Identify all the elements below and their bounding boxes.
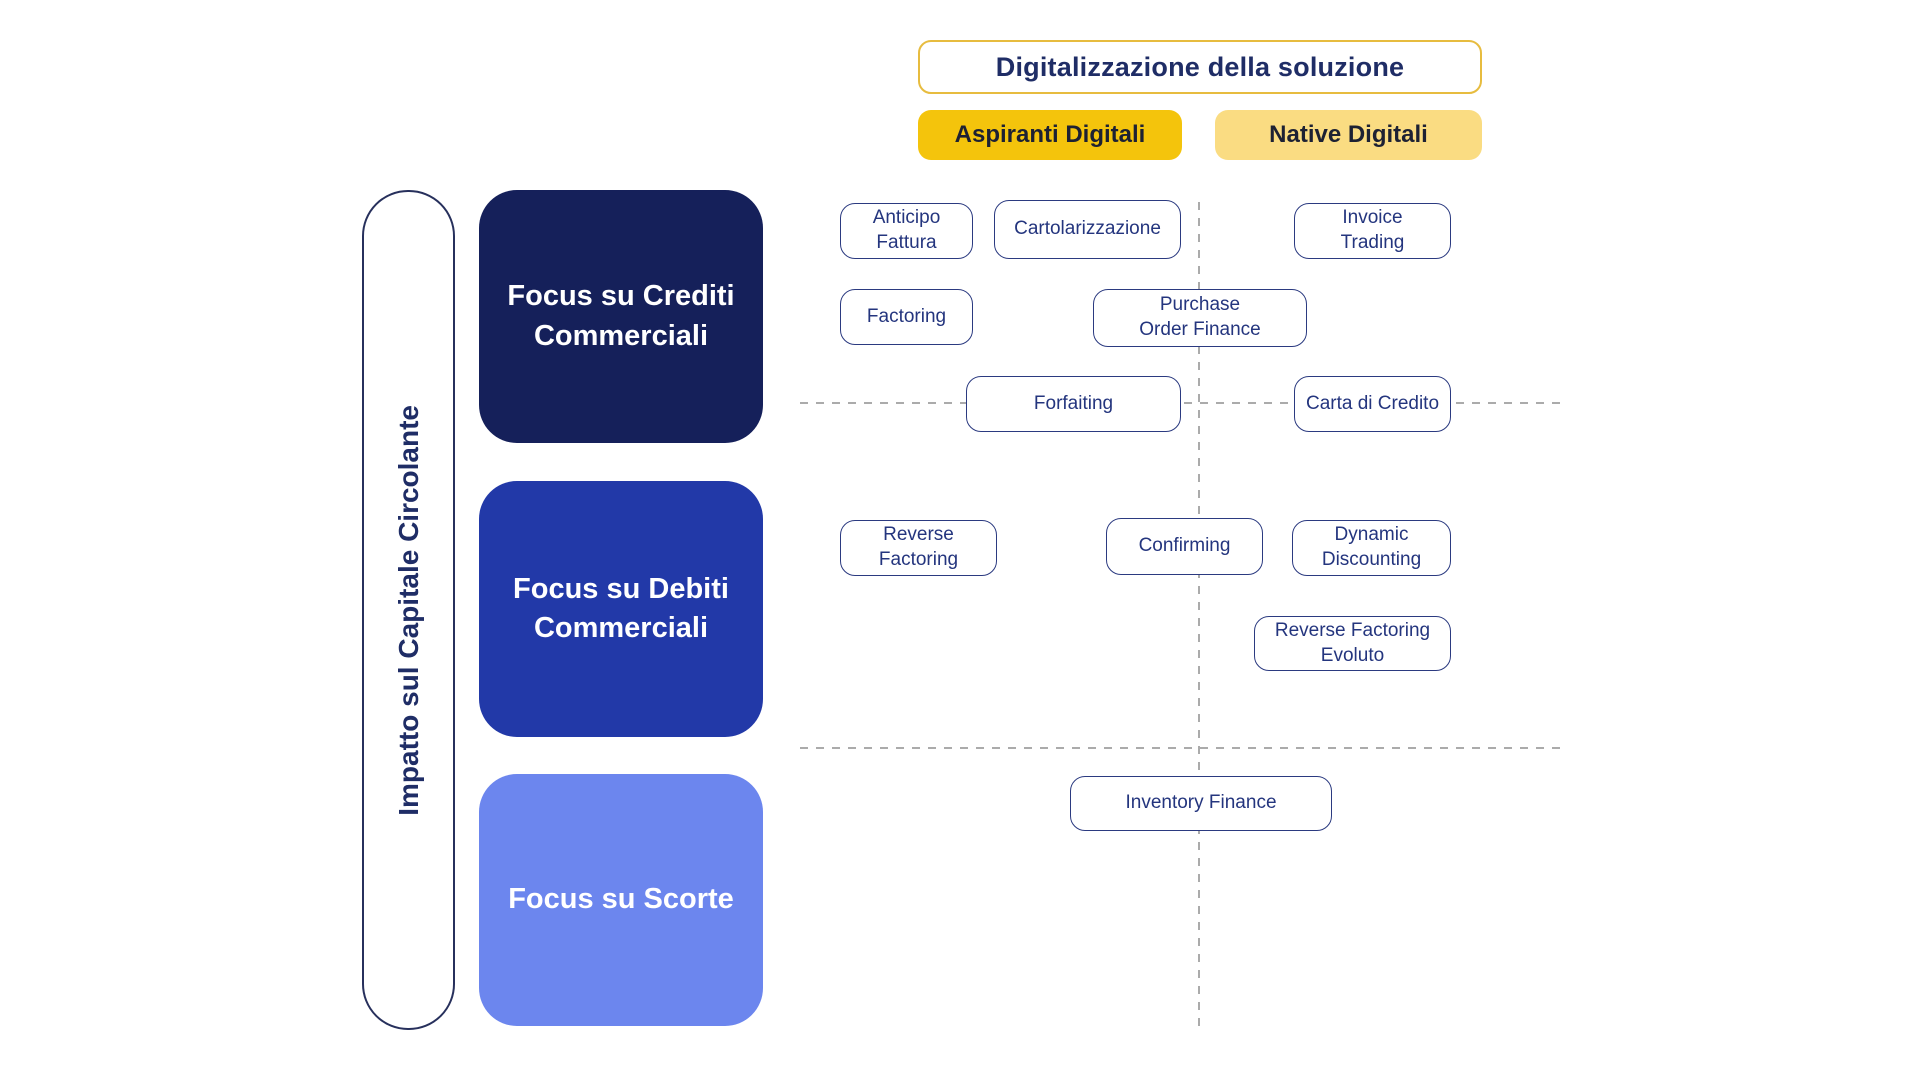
- row-box-scorte: Focus su Scorte: [479, 774, 763, 1026]
- y-axis-capsule: Impatto sul Capitale Circolante: [362, 190, 455, 1030]
- horizontal-dashed-divider-top: [800, 402, 1562, 404]
- solution-chip-anticipo-fattura: Anticipo Fattura: [840, 203, 973, 259]
- row-box-crediti-commerciali: Focus su Crediti Commerciali: [479, 190, 763, 443]
- solution-chip-reverse-factoring: Reverse Factoring: [840, 520, 997, 576]
- vertical-dashed-divider: [1198, 202, 1200, 1026]
- solution-chip-purchase-order-finance: Purchase Order Finance: [1093, 289, 1307, 347]
- solution-chip-reverse-factoring-evoluto: Reverse Factoring Evoluto: [1254, 616, 1451, 671]
- y-axis-label: Impatto sul Capitale Circolante: [392, 404, 424, 816]
- solution-chip-cartolarizzazione: Cartolarizzazione: [994, 200, 1181, 259]
- solution-chip-carta-di-credito: Carta di Credito: [1294, 376, 1451, 432]
- solution-chip-confirming: Confirming: [1106, 518, 1263, 575]
- solution-chip-dynamic-discounting: Dynamic Discounting: [1292, 520, 1451, 576]
- horizontal-dashed-divider-bottom: [800, 747, 1562, 749]
- column-header-aspiranti-digitali: Aspiranti Digitali: [918, 110, 1182, 160]
- solution-chip-invoice-trading: Invoice Trading: [1294, 203, 1451, 259]
- solution-chip-factoring: Factoring: [840, 289, 973, 345]
- solution-chip-forfaiting: Forfaiting: [966, 376, 1181, 432]
- solution-chip-inventory-finance: Inventory Finance: [1070, 776, 1332, 831]
- column-header-native-digitali: Native Digitali: [1215, 110, 1482, 160]
- diagram-title: Digitalizzazione della soluzione: [918, 40, 1482, 94]
- row-box-debiti-commerciali: Focus su Debiti Commerciali: [479, 481, 763, 737]
